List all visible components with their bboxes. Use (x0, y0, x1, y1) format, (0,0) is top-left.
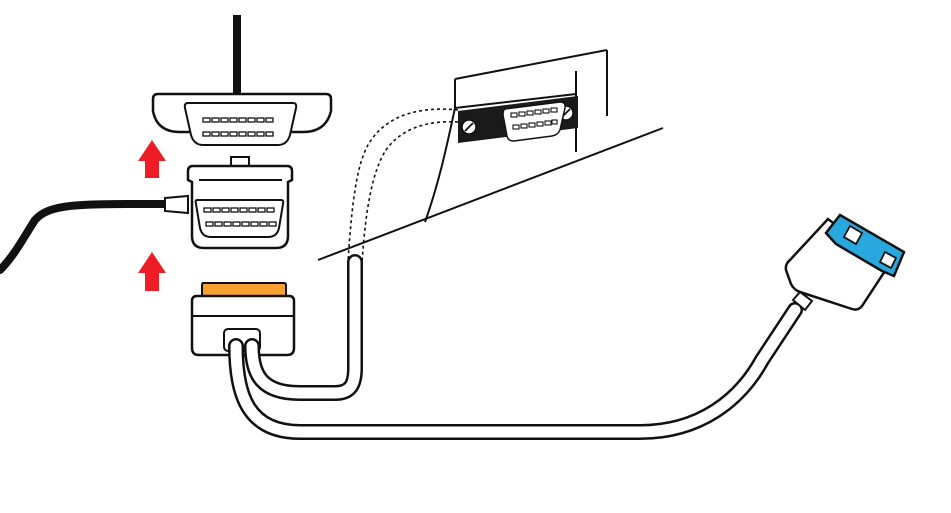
dashboard-panel (317, 49, 664, 261)
dash-left-contour (424, 79, 456, 223)
insert-arrow-up-icon (138, 140, 166, 178)
dash-lower-edge (317, 127, 664, 261)
harness-cables (228, 254, 803, 440)
pass-through-adapter-icon (186, 156, 294, 250)
vehicle-cable-icon (0, 194, 189, 274)
blue-obd-plug-icon (784, 213, 906, 312)
vehicle-obd-connector-icon (151, 92, 333, 146)
insert-arrow-up-icon (138, 252, 166, 291)
dash-top-edge (454, 49, 608, 80)
dash-recess-top (454, 93, 577, 109)
connector-cable-icon (233, 15, 241, 95)
cable-routing-dotted-lines (347, 108, 459, 263)
dashboard-obd-port-icon (458, 96, 578, 143)
